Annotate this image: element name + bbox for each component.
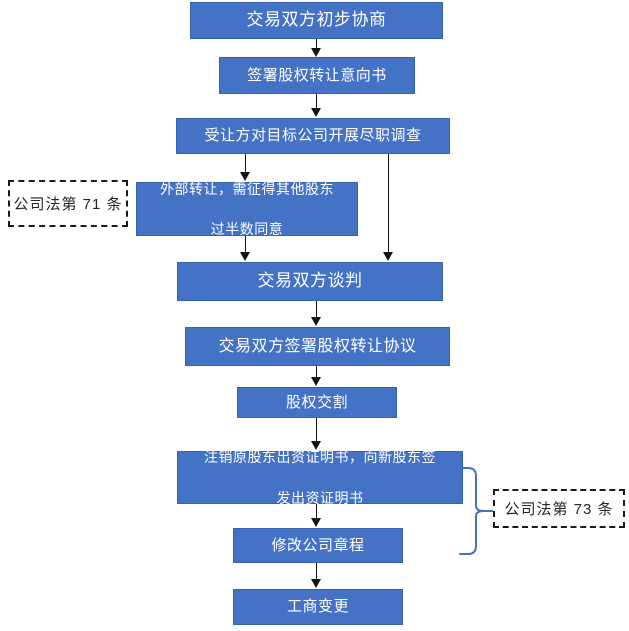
node-sign-loi[interactable]: 签署股权转让意向书 [219, 57, 415, 94]
node-label-line-2: 过半数同意 [210, 221, 284, 238]
arrowhead-n4-n5 [240, 252, 250, 261]
arrowhead-n9-n10 [311, 579, 321, 588]
node-label: 签署股权转让意向书 [247, 66, 387, 84]
connector-n9-n10 [316, 562, 317, 579]
arrowhead-n3-n5-bypass [383, 252, 393, 261]
node-label: 外部转让，需征得其他股东 过半数同意 [152, 179, 342, 240]
connector-n2-n3 [316, 93, 317, 108]
connector-n4-n5 [245, 235, 246, 253]
connector-n5-n6 [316, 300, 317, 318]
node-business-registration-change[interactable]: 工商变更 [233, 589, 403, 625]
arrowhead-n7-n8 [311, 441, 321, 450]
connector-n3-n5-bypass [388, 153, 389, 253]
node-label: 交易双方签署股权转让协议 [218, 337, 417, 355]
arrowhead-n8-n9 [311, 518, 321, 527]
node-label-line-1: 注销原股东出资证明书，向新股东签 [204, 449, 436, 466]
node-label: 注销原股东出资证明书，向新股东签 发出资证明书 [196, 447, 444, 508]
node-initial-negotiation[interactable]: 交易双方初步协商 [190, 2, 443, 39]
node-label: 股权交割 [285, 393, 348, 411]
brace-note-link [482, 510, 495, 512]
connector-n7-n8 [316, 417, 317, 441]
connector-n3-n4 [245, 153, 246, 173]
note-label: 公司法第 73 条 [504, 501, 614, 518]
connector-n8-n9 [316, 503, 317, 518]
node-label: 交易双方谈判 [257, 271, 363, 291]
node-sign-transfer-agreement[interactable]: 交易双方签署股权转让协议 [185, 327, 450, 366]
node-equity-delivery[interactable]: 股权交割 [237, 387, 397, 418]
note-company-law-article-71[interactable]: 公司法第 71 条 [8, 180, 128, 227]
arrowhead-n1-n2 [311, 48, 321, 57]
node-external-transfer-consent[interactable]: 外部转让，需征得其他股东 过半数同意 [136, 181, 358, 237]
arrowhead-n2-n3 [311, 108, 321, 117]
node-amend-articles[interactable]: 修改公司章程 [233, 528, 403, 563]
node-reissue-capital-certificate[interactable]: 注销原股东出资证明书，向新股东签 发出资证明书 [177, 449, 463, 506]
node-parties-negotiation[interactable]: 交易双方谈判 [177, 262, 443, 301]
arrowhead-n5-n6 [311, 317, 321, 326]
node-due-diligence[interactable]: 受让方对目标公司开展尽职调查 [176, 118, 450, 154]
node-label: 工商变更 [286, 598, 349, 616]
note-label: 公司法第 71 条 [13, 196, 123, 213]
node-label: 修改公司章程 [271, 536, 365, 554]
connector-n6-n7 [316, 365, 317, 378]
node-label: 受让方对目标公司开展尽职调查 [204, 127, 422, 145]
node-label-line-2: 发出资证明书 [276, 489, 364, 506]
arrowhead-n6-n7 [311, 377, 321, 386]
note-company-law-article-73[interactable]: 公司法第 73 条 [493, 489, 625, 528]
node-label: 交易双方初步协商 [246, 10, 387, 30]
arrowhead-n3-n4 [240, 172, 250, 181]
connector-n1-n2 [316, 38, 317, 50]
node-label-line-1: 外部转让，需征得其他股东 [160, 180, 334, 197]
